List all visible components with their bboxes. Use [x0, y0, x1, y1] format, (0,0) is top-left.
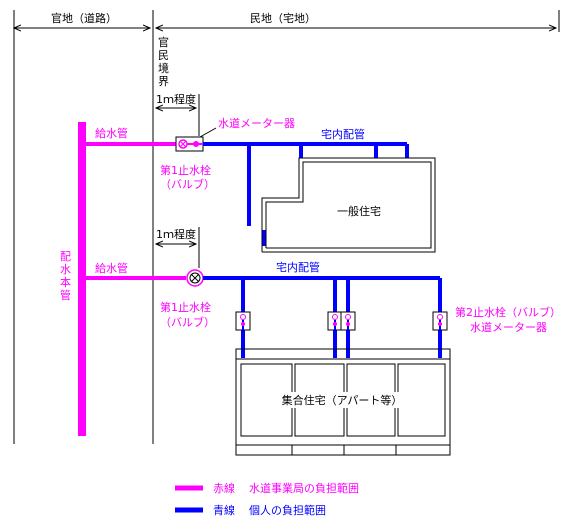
apartment-meter-2	[327, 311, 343, 331]
apartment-meter-1	[235, 311, 251, 331]
legend: 赤線 水道事業局の負担範囲 青線 個人の負担範囲	[175, 481, 359, 517]
private-land-label: 民地（宅地）	[250, 11, 316, 25]
top-valve-icon-cross	[179, 140, 187, 148]
top-meter-label: 水道メーター器	[218, 116, 295, 130]
main-pipe-char: 管	[60, 288, 71, 302]
bottom-service-pipe-label: 給水管	[95, 261, 128, 275]
main-pipe-char: 本	[60, 275, 71, 289]
top-indoor-piping-label: 宅内配管	[321, 127, 365, 141]
top-indoor-piping	[203, 142, 409, 246]
meter-leader-line	[199, 127, 217, 138]
second-valve-label: 第2止水栓（バルブ）	[455, 305, 561, 319]
boundary-char: 民	[158, 49, 169, 62]
top-valve-label-line2: （バルブ）	[160, 177, 215, 191]
distribution-main-pipe	[78, 122, 86, 436]
boundary-label: 官 民 境 界	[158, 35, 169, 88]
bottom-valve-inner-icon	[189, 272, 201, 284]
main-pipe-label: 配 水 本 管	[60, 250, 71, 302]
main-pipe-char: 配	[60, 250, 71, 263]
bottom-valve-cross	[191, 274, 199, 282]
boundary-char: 境	[158, 61, 169, 75]
boundary-char: 界	[158, 75, 169, 88]
bottom-distance-label: 1ｍ程度	[156, 227, 196, 241]
bottom-indoor-piping-label: 宅内配管	[276, 260, 320, 274]
legend-color-public: 赤線	[213, 481, 235, 495]
public-land-label: 官地（道路）	[51, 11, 117, 25]
apartment-meter-4	[432, 311, 448, 331]
boundary-char: 官	[158, 35, 169, 49]
top-service-pipe-label: 給水管	[95, 126, 128, 140]
legend-color-private: 青線	[213, 503, 235, 517]
legend-desc-private: 個人の負担範囲	[249, 503, 326, 517]
bottom-valve-label-line1: 第1止水栓	[160, 300, 211, 314]
house-label: 一般住宅	[337, 204, 381, 218]
main-pipe-char: 水	[60, 263, 71, 276]
apartment-meter-3	[340, 311, 356, 331]
legend-desc-public: 水道事業局の負担範囲	[249, 481, 359, 495]
top-distance-label: 1ｍ程度	[156, 92, 196, 106]
house-outline	[261, 157, 436, 253]
top-meter-icon	[193, 141, 199, 147]
apartment-label-background	[278, 392, 408, 408]
bottom-meter-label: 水道メーター器	[470, 320, 547, 334]
bottom-valve-label-line2: （バルブ）	[160, 315, 215, 329]
top-valve-label-line1: 第1止水栓	[160, 163, 211, 177]
apartment-label: 集合住宅（アパート等）	[282, 393, 403, 407]
